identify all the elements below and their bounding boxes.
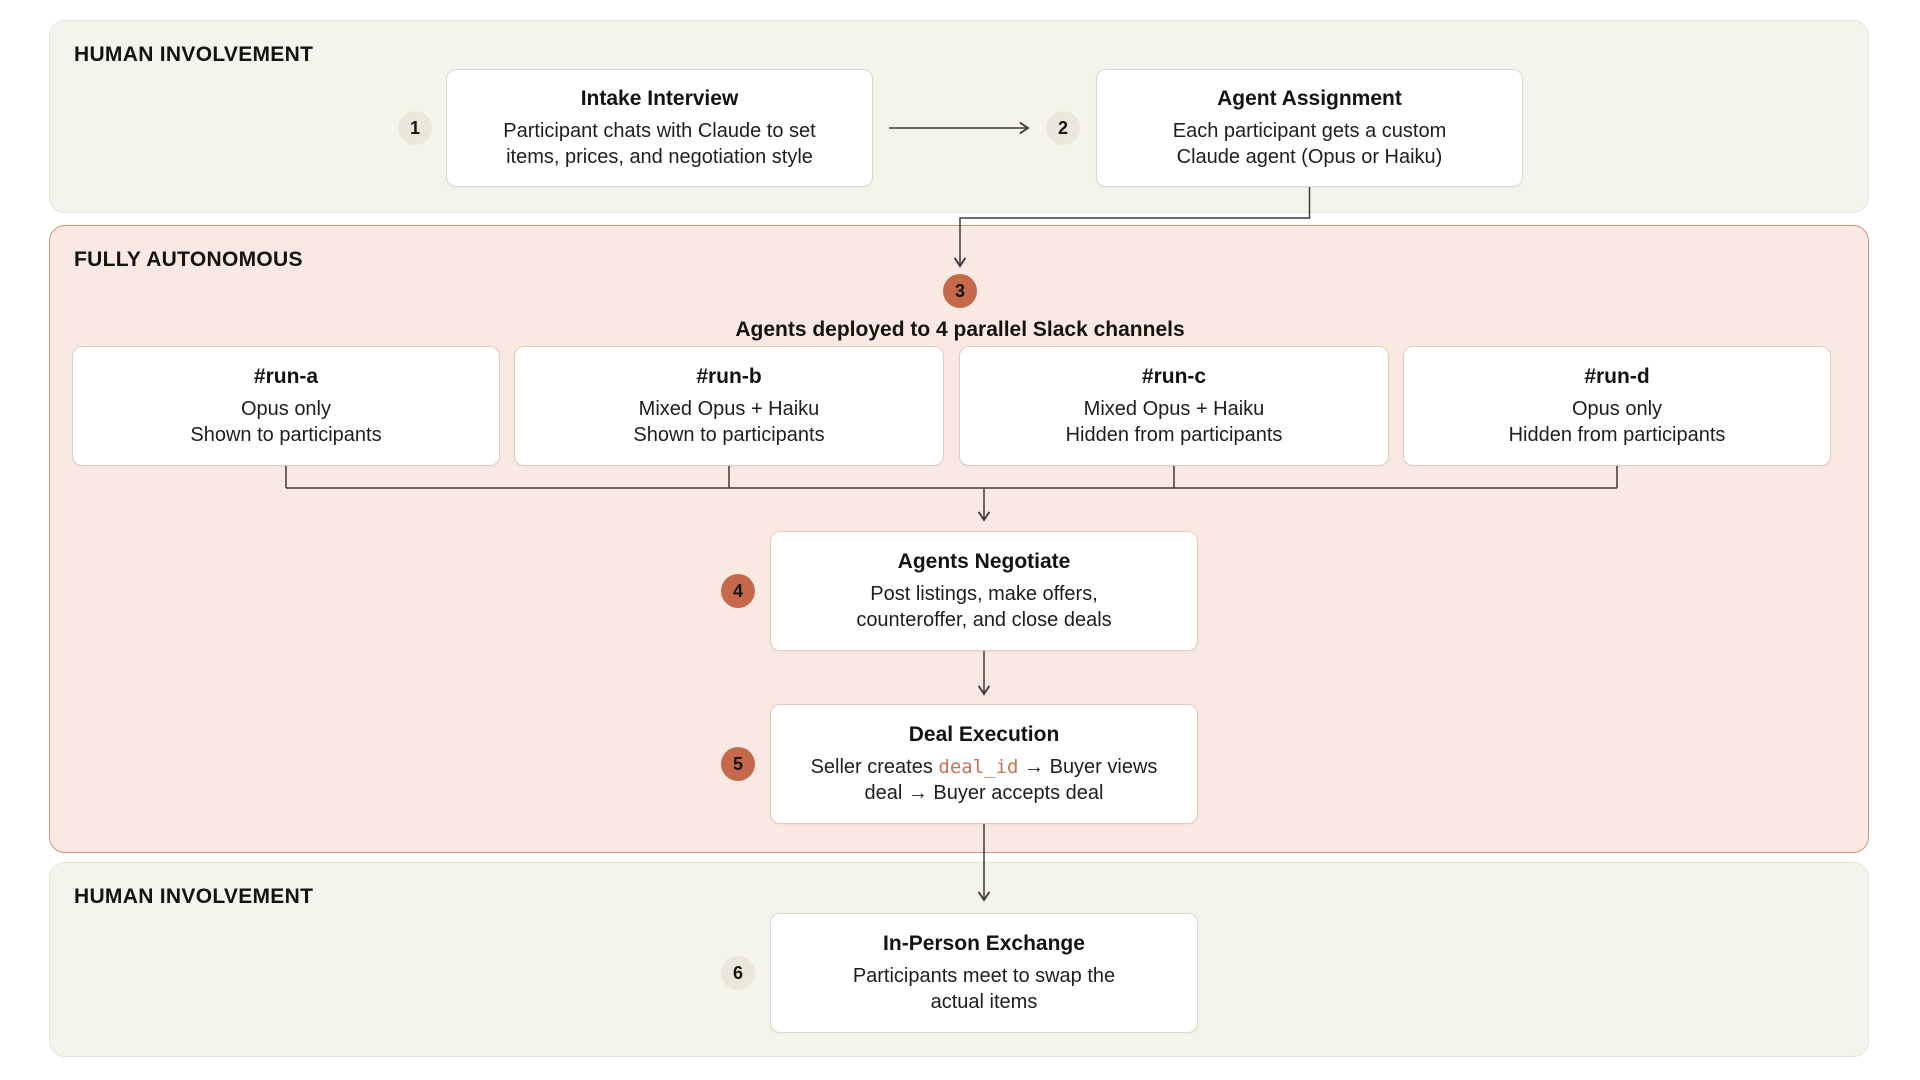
channel-run-a-line1: Opus only bbox=[240, 397, 332, 420]
step5-body: Seller creates deal_id → Buyer views dea… bbox=[811, 754, 1158, 806]
channel-run-b-name: #run-b bbox=[696, 364, 762, 388]
step2-box-agent-assignment: Agent Assignment Each participant gets a… bbox=[1096, 69, 1523, 187]
step3-headline: Agents deployed to 4 parallel Slack chan… bbox=[735, 318, 1185, 341]
channel-run-d-body: Opus only Hidden from participants bbox=[1509, 396, 1726, 448]
step2-body: Each participant gets a custom Claude ag… bbox=[1173, 118, 1446, 170]
channel-run-d-name: #run-d bbox=[1584, 364, 1650, 388]
step4-title: Agents Negotiate bbox=[897, 549, 1071, 573]
channel-run-b-line2: Shown to participants bbox=[633, 423, 825, 446]
step1-body-line1: Participant chats with Claude to set bbox=[503, 119, 816, 142]
step6-body-line2: actual items bbox=[930, 990, 1038, 1013]
channel-box-run-d: #run-d Opus only Hidden from participant… bbox=[1403, 346, 1831, 466]
step4-number-badge: 4 bbox=[721, 574, 755, 608]
step4-body: Post listings, make offers, counteroffer… bbox=[856, 581, 1111, 633]
step2-number-badge: 2 bbox=[1046, 111, 1080, 145]
step5-title: Deal Execution bbox=[908, 722, 1060, 746]
channel-run-c-line2: Hidden from participants bbox=[1065, 423, 1283, 446]
step6-title: In-Person Exchange bbox=[883, 931, 1085, 955]
step4-box-agents-negotiate: Agents Negotiate Post listings, make off… bbox=[770, 531, 1198, 651]
step5-body-pre: Seller creates bbox=[810, 755, 939, 778]
section-label-fully-autonomous: FULLY AUTONOMOUS bbox=[74, 248, 303, 271]
section-label-human-bottom: HUMAN INVOLVEMENT bbox=[74, 885, 314, 908]
section-human-involvement-top: HUMAN INVOLVEMENT bbox=[49, 20, 1869, 213]
step6-body-line1: Participants meet to swap the bbox=[852, 964, 1116, 987]
step4-body-line2: counteroffer, and close deals bbox=[856, 608, 1112, 631]
step1-body: Participant chats with Claude to set ite… bbox=[503, 118, 815, 170]
channel-run-a-body: Opus only Shown to participants bbox=[190, 396, 381, 448]
step6-body: Participants meet to swap the actual ite… bbox=[853, 963, 1115, 1015]
step5-body-post: → Buyer views bbox=[1018, 755, 1158, 778]
step2-title: Agent Assignment bbox=[1217, 86, 1402, 110]
step5-body-line2: deal → Buyer accepts deal bbox=[864, 781, 1104, 804]
channel-run-d-line2: Hidden from participants bbox=[1508, 423, 1726, 446]
channel-run-b-body: Mixed Opus + Haiku Shown to participants bbox=[633, 396, 824, 448]
channel-box-run-c: #run-c Mixed Opus + Haiku Hidden from pa… bbox=[959, 346, 1389, 466]
step1-body-line2: items, prices, and negotiation style bbox=[506, 145, 813, 168]
step5-body-line1: Seller creates deal_id → Buyer views bbox=[811, 754, 1158, 780]
channel-box-run-a: #run-a Opus only Shown to participants bbox=[72, 346, 500, 466]
channel-box-run-b: #run-b Mixed Opus + Haiku Shown to parti… bbox=[514, 346, 944, 466]
channel-run-c-line1: Mixed Opus + Haiku bbox=[1083, 397, 1265, 420]
channel-run-c-name: #run-c bbox=[1141, 364, 1207, 388]
step1-box-intake-interview: Intake Interview Participant chats with … bbox=[446, 69, 873, 187]
step2-body-line1: Each participant gets a custom bbox=[1172, 119, 1447, 142]
step4-body-line1: Post listings, make offers, bbox=[870, 582, 1098, 605]
step5-deal-id-code: deal_id bbox=[938, 755, 1019, 778]
step5-number-badge: 5 bbox=[721, 747, 755, 781]
step2-body-line2: Claude agent (Opus or Haiku) bbox=[1176, 145, 1443, 168]
channel-run-c-body: Mixed Opus + Haiku Hidden from participa… bbox=[1066, 396, 1283, 448]
section-label-human-top: HUMAN INVOLVEMENT bbox=[74, 43, 314, 66]
step1-number-badge: 1 bbox=[398, 111, 432, 145]
step6-box-in-person-exchange: In-Person Exchange Participants meet to … bbox=[770, 913, 1198, 1033]
channel-run-d-line1: Opus only bbox=[1571, 397, 1663, 420]
step3-number-badge: 3 bbox=[943, 274, 977, 308]
step6-number-badge: 6 bbox=[721, 956, 755, 990]
channel-run-a-name: #run-a bbox=[253, 364, 319, 388]
channel-run-b-line1: Mixed Opus + Haiku bbox=[638, 397, 820, 420]
channel-run-a-line2: Shown to participants bbox=[190, 423, 382, 446]
step1-title: Intake Interview bbox=[580, 86, 739, 110]
step5-box-deal-execution: Deal Execution Seller creates deal_id → … bbox=[770, 704, 1198, 824]
